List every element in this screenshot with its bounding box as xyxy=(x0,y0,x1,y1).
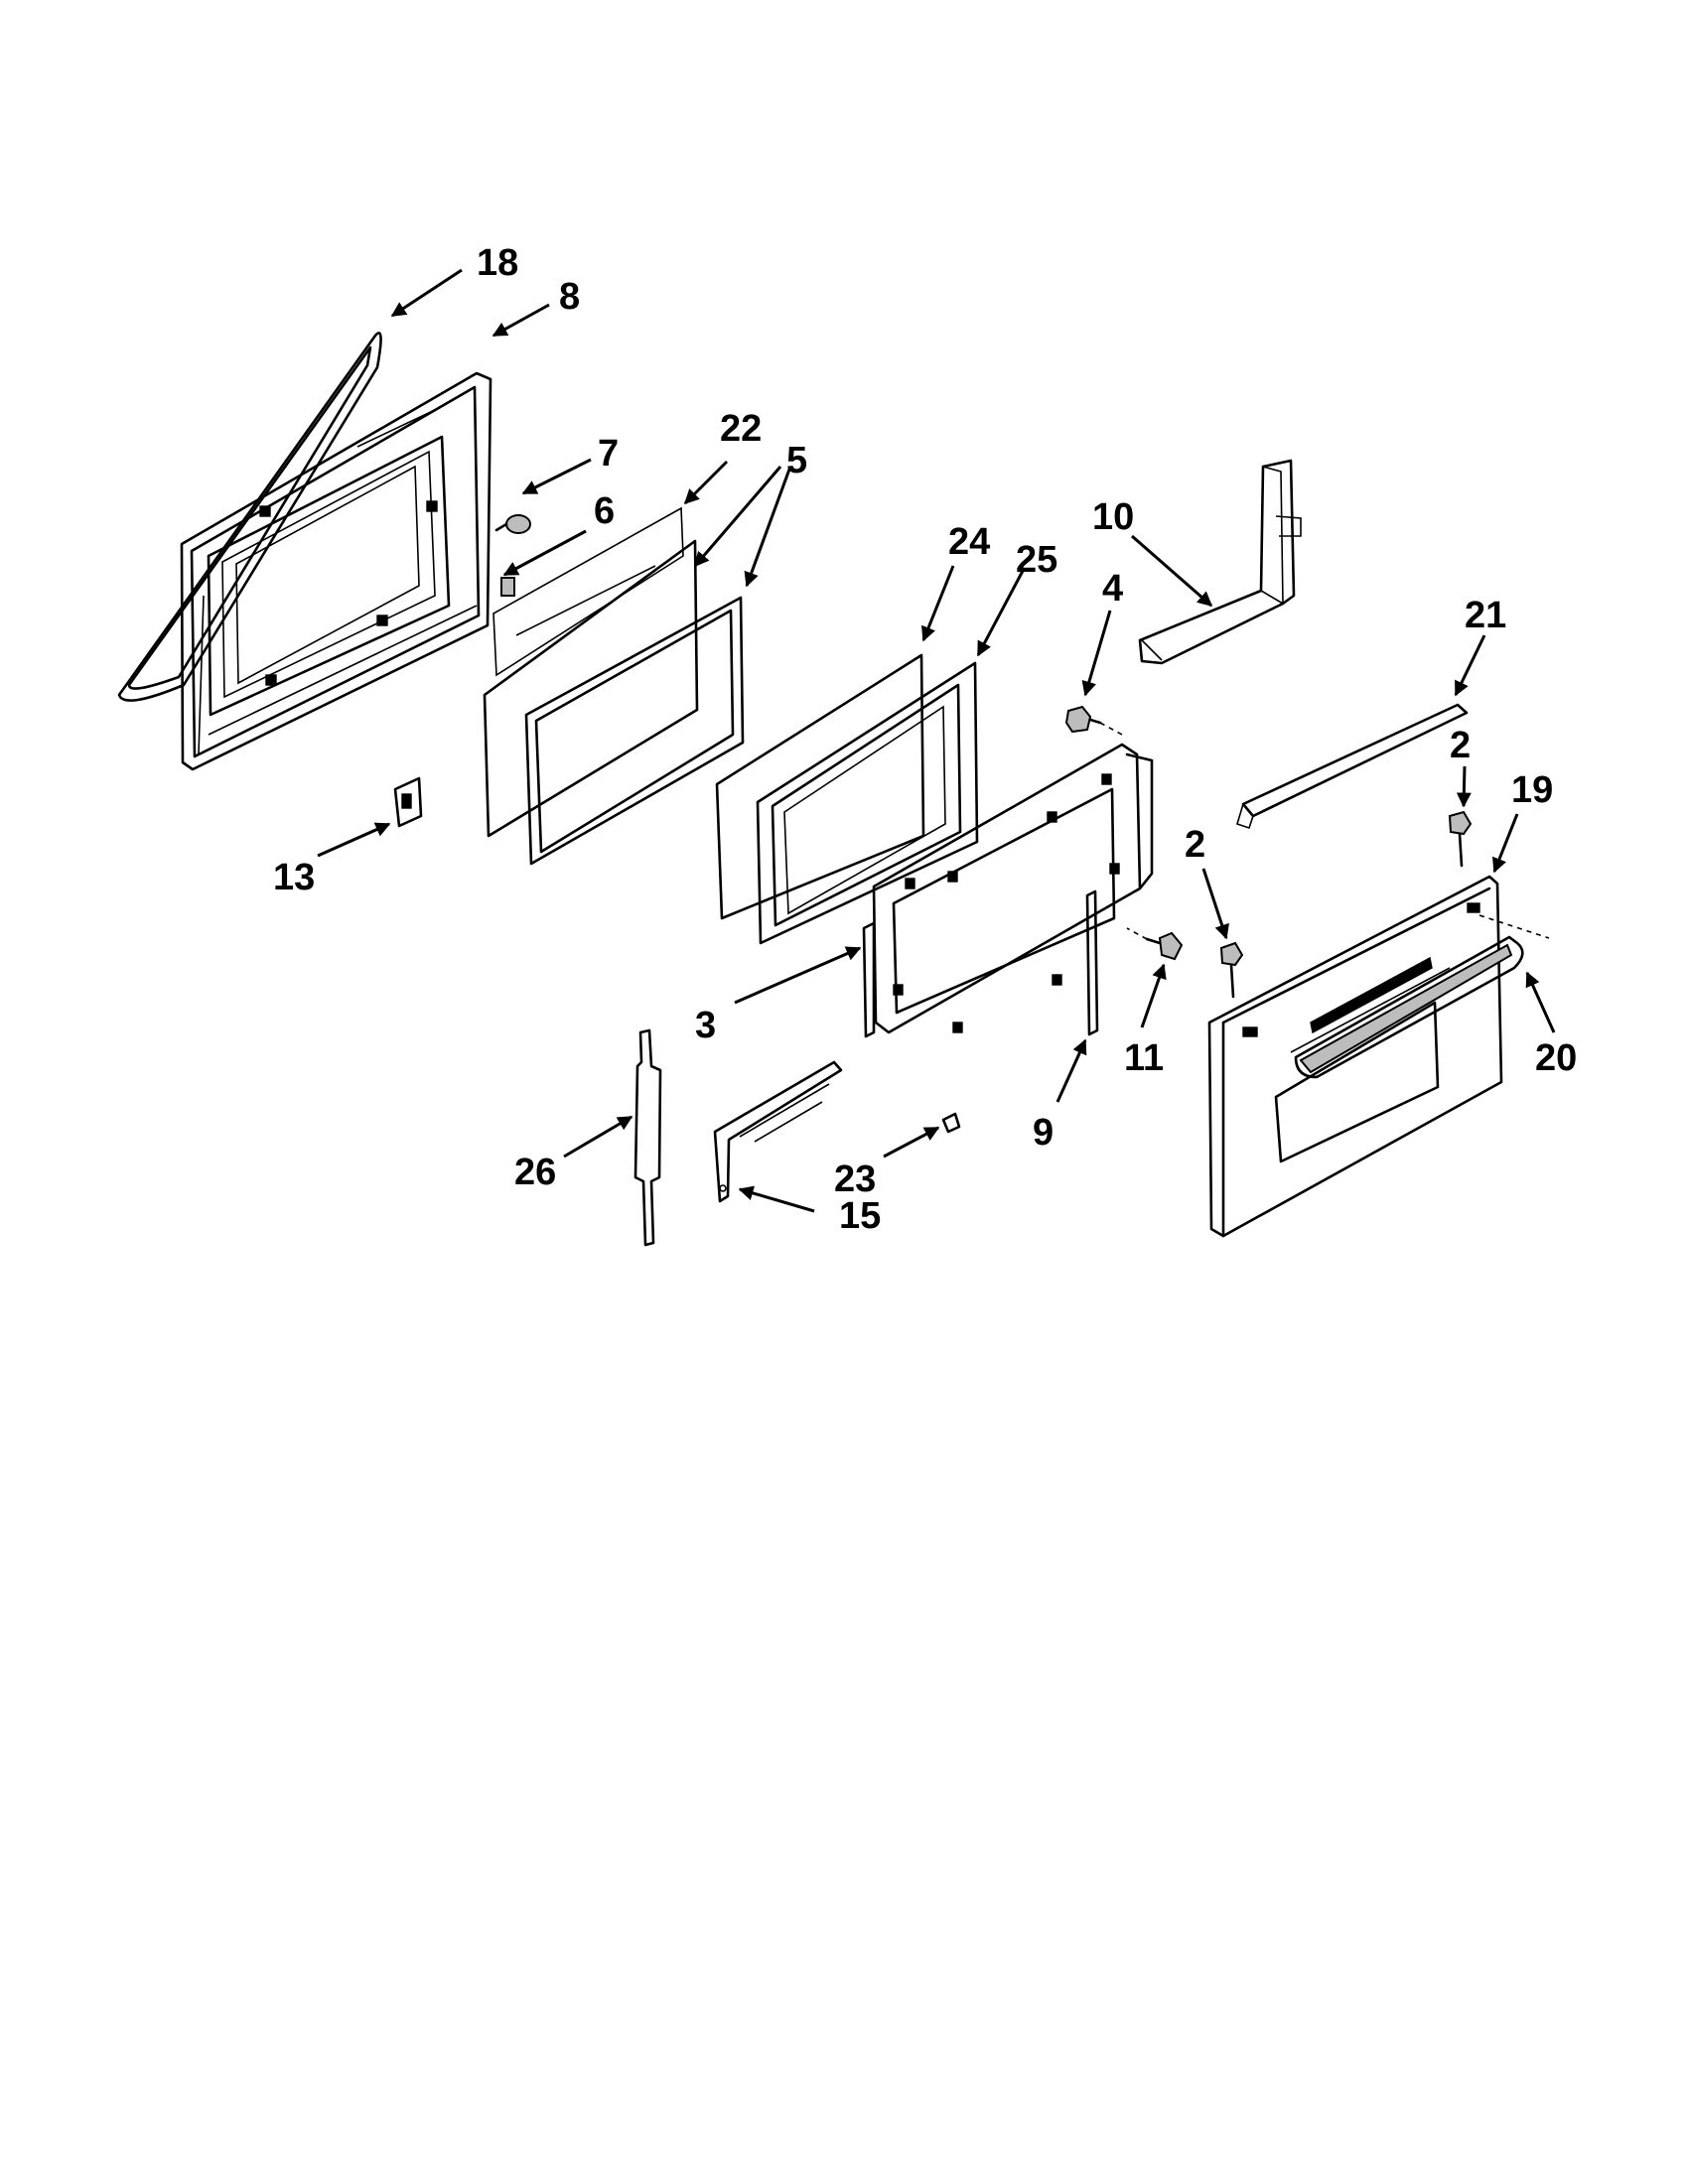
callout-24: 24 xyxy=(948,521,990,563)
callout-11: 11 xyxy=(1124,1037,1164,1079)
part-25-glass-frame xyxy=(756,661,979,945)
part-9-side-strip xyxy=(1085,889,1099,1036)
part-26-hinge xyxy=(633,1028,662,1247)
part-18-door-gasket xyxy=(117,332,382,702)
part-21-trim-strip xyxy=(1236,703,1469,830)
callout-23: 23 xyxy=(834,1159,876,1200)
part-19-outer-door xyxy=(1207,875,1503,1238)
part-3-door-frame xyxy=(862,743,1154,1038)
callout-15: 15 xyxy=(839,1195,881,1237)
part-15-hinge-bracket xyxy=(713,1060,843,1203)
callout-22: 22 xyxy=(720,408,762,450)
part-20-handle xyxy=(1294,914,1550,1079)
callout-18: 18 xyxy=(477,242,518,284)
callout-26: 26 xyxy=(514,1152,556,1193)
part-5-glass-panels xyxy=(483,539,745,866)
callout-3: 3 xyxy=(695,1005,716,1046)
callout-19: 19 xyxy=(1511,769,1553,811)
callout-9: 9 xyxy=(1033,1112,1054,1154)
callout-5: 5 xyxy=(786,440,807,481)
part-2-screw-right xyxy=(1448,810,1473,868)
callout-7: 7 xyxy=(598,433,619,475)
part-10-vent-duct xyxy=(1138,459,1302,665)
callout-20: 20 xyxy=(1535,1037,1577,1079)
part-7-screw xyxy=(494,514,531,534)
callout-2-right: 2 xyxy=(1450,725,1471,766)
part-4-screw xyxy=(1064,705,1123,736)
part-22-insulation xyxy=(492,506,684,677)
leader-lines xyxy=(317,268,1556,1213)
part-24-inner-glass xyxy=(715,653,925,920)
part-2-screw-left xyxy=(1219,941,1244,999)
callout-25: 25 xyxy=(1016,539,1057,581)
part-13-hinge-receiver xyxy=(393,776,423,828)
callout-6: 6 xyxy=(594,490,615,532)
callout-2-left: 2 xyxy=(1185,824,1205,866)
callout-10: 10 xyxy=(1092,496,1134,538)
callout-4: 4 xyxy=(1102,568,1123,610)
callout-13: 13 xyxy=(273,857,315,898)
callout-8: 8 xyxy=(559,276,580,318)
part-8-inner-door-panel xyxy=(180,371,492,771)
part-11-screw xyxy=(1126,927,1184,961)
callout-21: 21 xyxy=(1465,595,1506,636)
part-6-clip xyxy=(500,577,515,597)
part-23-pad xyxy=(941,1112,961,1134)
